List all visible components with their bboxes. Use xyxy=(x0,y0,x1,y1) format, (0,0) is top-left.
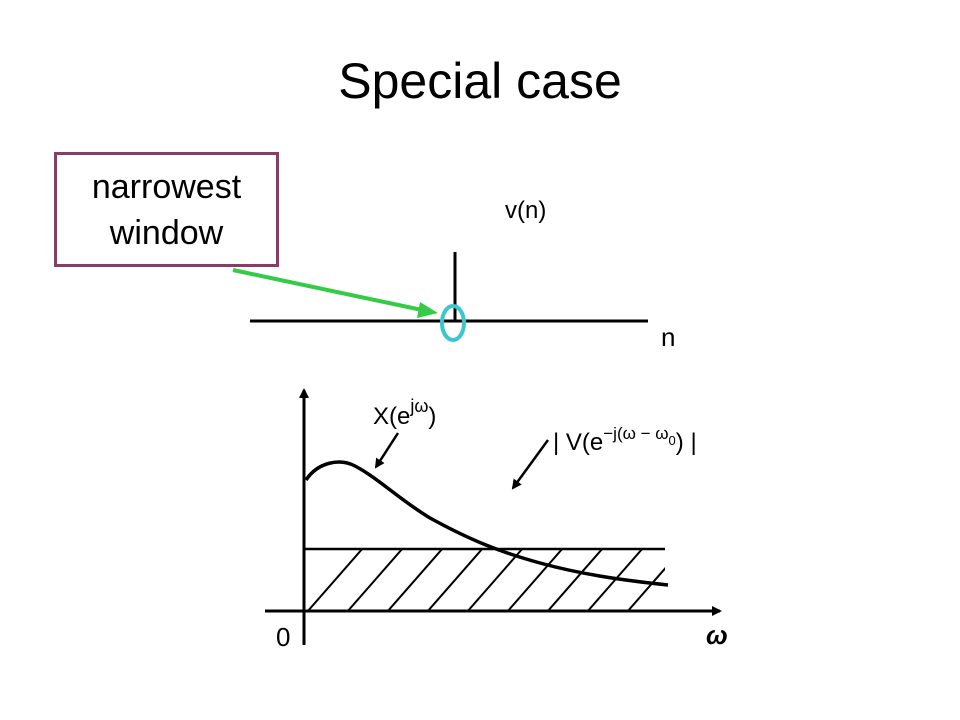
pointer-arrow xyxy=(232,268,423,312)
highlight-circle xyxy=(440,304,466,342)
spectrum-label-exp: jω xyxy=(409,396,428,416)
pointer-arrowhead xyxy=(417,302,438,318)
callout-box: narrowest window xyxy=(54,152,279,267)
callout-line-2: window xyxy=(109,213,224,252)
origin-label: 0 xyxy=(276,622,290,652)
spectrum-label-close: ) xyxy=(428,403,436,430)
window-label-base: | V(e xyxy=(553,429,603,456)
spectrum-label-base: X(e xyxy=(373,403,410,430)
window-label-exp: −j(ω − ω xyxy=(603,424,668,443)
slide-title: Special case xyxy=(338,53,622,109)
window-label: | V(e−j(ω − ω0) | xyxy=(553,424,697,456)
window-label-sub: 0 xyxy=(669,433,676,448)
n-axis-label: n xyxy=(661,322,675,352)
vn-label: v(n) xyxy=(505,197,546,224)
omega-axis-label: ω xyxy=(706,620,728,650)
callout-line-1: narrowest xyxy=(91,167,242,206)
window-hatch xyxy=(308,549,665,611)
window-label-pointer xyxy=(511,439,550,490)
spectrum-label-pointer xyxy=(374,432,400,469)
spectrum-label: X(ejω) xyxy=(373,396,436,430)
window-label-close: ) | xyxy=(676,429,697,456)
spectrum-curve xyxy=(304,460,669,587)
